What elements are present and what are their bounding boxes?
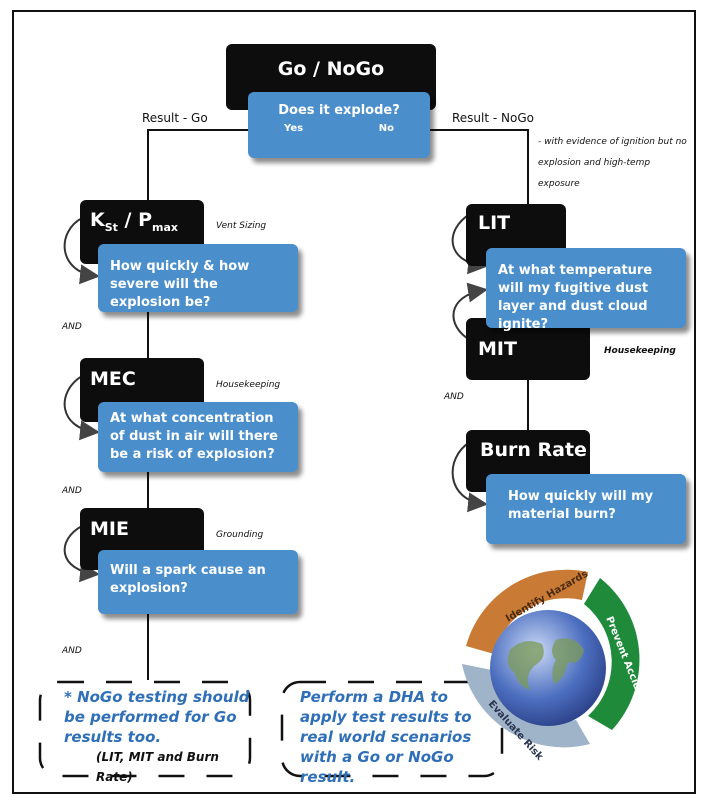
- yes-label: Yes: [284, 123, 304, 134]
- mec-question-box: At what concentration of dust in air wil…: [98, 402, 298, 472]
- kst-title-mid: / P: [117, 209, 153, 231]
- dha-note-text: Perform a DHA to apply test results to r…: [300, 688, 472, 786]
- nogo-note-text: * NoGo testing should be performed for G…: [64, 687, 254, 787]
- no-label: No: [378, 123, 394, 134]
- decision-box: Does it explode? Yes No: [248, 92, 430, 158]
- decision-question: Does it explode?: [278, 103, 400, 118]
- kst-title-k: K: [90, 209, 105, 231]
- lit-title: LIT: [478, 212, 511, 234]
- pmax-title-sub: max: [152, 220, 179, 234]
- go-nogo-title: Go / NoGo: [277, 58, 385, 80]
- lit-mit-question-box: At what temperature will my fugitive dus…: [486, 248, 686, 332]
- burn-loop-arrow: [451, 441, 488, 513]
- kst-loop-arrow: [63, 217, 100, 285]
- kst-title-sub: St: [104, 220, 118, 234]
- kst-tag: Vent Sizing: [216, 221, 267, 231]
- nogo-note-main: * NoGo testing should be performed for G…: [64, 688, 250, 746]
- result-nogo-label: Result - NoGo: [452, 111, 534, 125]
- and-label-1: AND: [62, 322, 82, 332]
- mie-tag: Grounding: [216, 530, 264, 540]
- go-branch-line: [147, 129, 248, 210]
- burn-question-box: How quickly will my material burn?: [486, 474, 686, 544]
- nogo-branch-line: [430, 129, 529, 206]
- nogo-evidence-note: - with evidence of ignition but no explo…: [538, 137, 687, 189]
- mit-title: MIT: [478, 338, 517, 360]
- dha-note-box: [280, 680, 504, 778]
- diagram-frame: [12, 10, 696, 794]
- burn-rate-title: Burn Rate: [480, 439, 587, 461]
- mit-tag: Housekeeping: [604, 346, 676, 356]
- mit-box: MIT: [466, 318, 590, 380]
- result-go-label: Result - Go: [142, 111, 208, 125]
- nogo-note-sub: (LIT, MIT and Burn Rate): [96, 750, 219, 784]
- mec-tag: Housekeeping: [216, 380, 281, 390]
- mie-title: MIE: [90, 518, 129, 540]
- mec-loop-arrow: [63, 375, 100, 441]
- prevent-accidents-segment: [584, 578, 640, 730]
- and-label-right: AND: [444, 392, 464, 402]
- and-label-3: AND: [62, 646, 82, 656]
- mit-loop-arrow: [452, 282, 488, 341]
- mie-question-box: Will a spark cause an explosion?: [98, 550, 298, 614]
- kst-question-box: How quickly & how severe will the explos…: [98, 244, 298, 312]
- and-label-2: AND: [62, 486, 82, 496]
- mie-loop-arrow: [63, 525, 100, 583]
- identify-hazards-segment: [466, 569, 588, 654]
- globe-icon: [490, 610, 606, 726]
- mec-title: MEC: [90, 368, 136, 390]
